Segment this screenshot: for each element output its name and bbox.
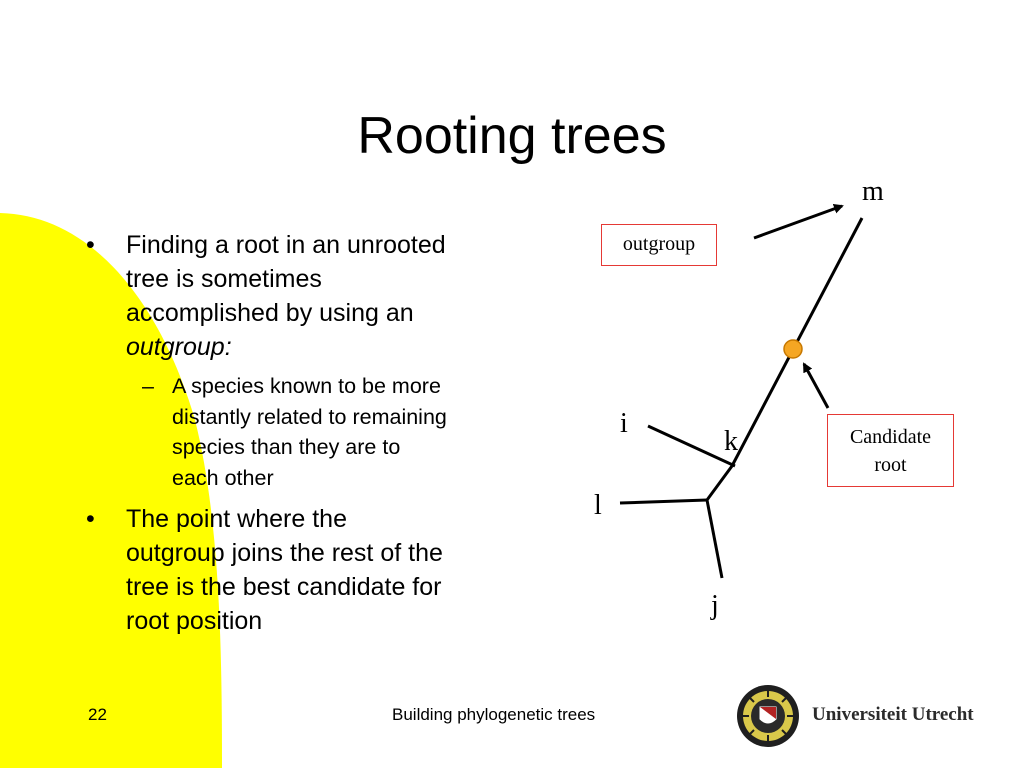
node-label-l: l (594, 490, 602, 521)
bullet-line: accomplished by using an (126, 299, 414, 327)
dash-mark: – (142, 374, 154, 398)
slide-title: Rooting trees (357, 107, 667, 165)
page-number: 22 (88, 705, 107, 724)
bullet-item-1: • Finding a root in an unrooted tree is … (86, 228, 546, 364)
sub-bullet-line: distantly related to remaining (172, 404, 447, 429)
bullet-line: tree is sometimes (126, 265, 322, 293)
outgroup-label: outgroup (622, 233, 696, 255)
sub-bullet-line: species than they are to (172, 435, 401, 459)
outgroup-box: outgroup (601, 224, 717, 266)
bullet-line: The point where the (126, 505, 347, 533)
footer-text: Building phylogenetic trees (392, 705, 596, 724)
branch-i (647, 424, 736, 468)
bullet-mark: • (86, 231, 95, 259)
sub-bullet-line: A species known to be more (172, 374, 441, 398)
node-label-m: m (862, 176, 884, 207)
bullet-mark: • (86, 505, 95, 533)
node-label-k: k (724, 426, 738, 457)
bullet-list: • Finding a root in an unrooted tree is … (86, 228, 546, 645)
candidate-label-line2: root (874, 454, 907, 476)
node-label-i: i (620, 408, 628, 439)
university-seal-icon (737, 685, 799, 747)
branch-k-junction (705, 465, 734, 501)
bullet-item-2: • The point where the outgroup joins the… (86, 502, 546, 638)
bullet-line: tree is the best candidate for (126, 573, 442, 601)
bullet-line: outgroup joins the rest of the (126, 539, 443, 567)
candidate-arrow (802, 362, 830, 409)
bullet-line: root position (126, 607, 263, 635)
branch-l (619, 498, 708, 505)
node-label-j: j (711, 590, 719, 621)
outgroup-arrow (753, 204, 844, 240)
candidate-root-box: Candidate root (827, 414, 954, 487)
sub-bullet-line: each other (172, 465, 274, 490)
bullet-emphasis: outgroup: (126, 333, 232, 361)
university-logo-text: Universiteit Utrecht (812, 704, 974, 725)
sub-bullet-item: – A species known to be more distantly r… (86, 371, 546, 493)
branch-j (705, 499, 724, 579)
candidate-label-line1: Candidate (849, 426, 932, 448)
candidate-root-dot (783, 339, 803, 359)
bullet-line: Finding a root in an unrooted (126, 231, 446, 259)
